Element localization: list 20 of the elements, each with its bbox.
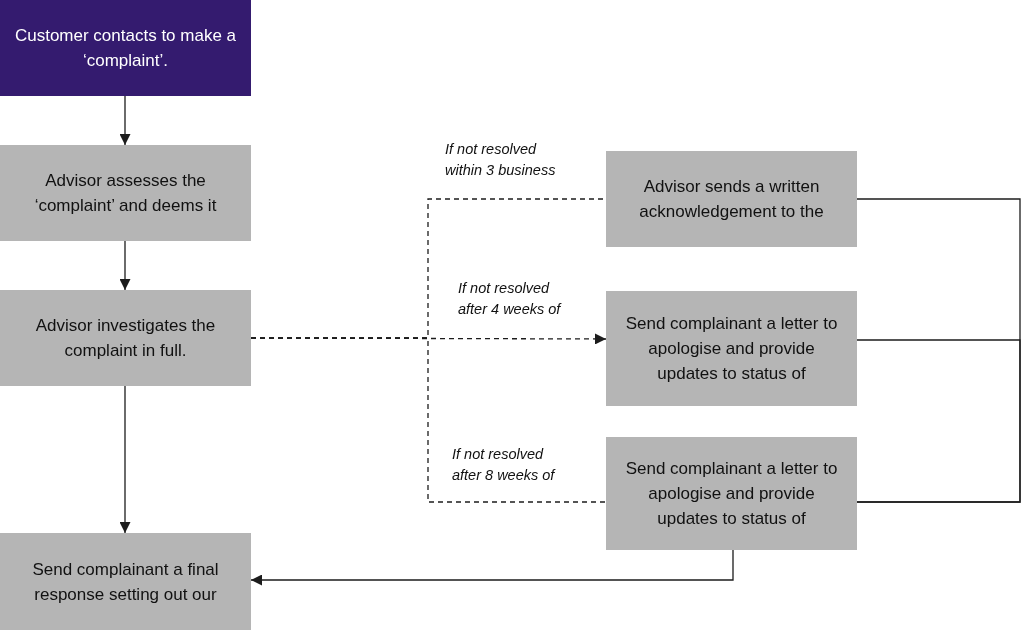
process-box xyxy=(0,533,251,630)
process-box xyxy=(0,290,251,386)
box-text: Advisor assesses the ‘complaint’ and deems it xyxy=(33,170,218,217)
box-text: Send complainant a letter to apologise and provide updates to status of xyxy=(624,458,839,530)
dashed-connector-line xyxy=(250,337,607,503)
connector-line xyxy=(856,339,1021,503)
box-text: Advisor sends a written acknowledgement to the xyxy=(638,176,825,223)
box-text: Customer contacts to make a ‘complaint’. xyxy=(14,25,237,72)
process-box xyxy=(0,145,251,241)
start-box xyxy=(0,0,251,96)
arrow xyxy=(119,240,131,291)
box-text: Send complainant a final response setting out our xyxy=(31,558,220,606)
process-box xyxy=(606,151,857,247)
arrow xyxy=(119,95,131,146)
arrow xyxy=(250,549,734,586)
box-text: Send complainant a letter to apologise and provide updates to status of xyxy=(624,313,839,385)
process-box xyxy=(606,437,857,550)
arrow xyxy=(119,385,131,534)
process-box xyxy=(606,291,857,406)
box-text: Advisor investigates the complaint in full. xyxy=(34,315,217,362)
